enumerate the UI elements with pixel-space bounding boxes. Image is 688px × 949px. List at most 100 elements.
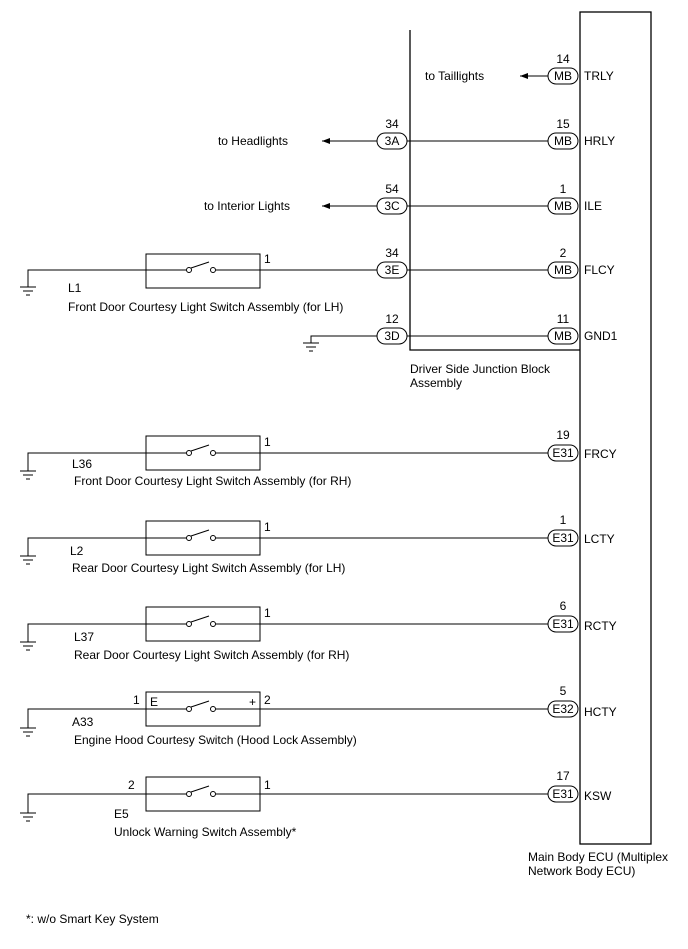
- destination-label: to Headlights: [218, 134, 288, 148]
- footnote: *: w/o Smart Key System: [26, 912, 159, 926]
- ecu-signal-name: LCTY: [584, 532, 615, 546]
- ecu-pin-number: 5: [560, 684, 567, 698]
- ecu-pin-number: 14: [556, 52, 570, 66]
- ecu-connector-code: MB: [554, 199, 572, 213]
- ecu-signal-name: KSW: [584, 789, 612, 803]
- ecu-signal-name: RCTY: [584, 619, 617, 633]
- ground-icon: [20, 727, 36, 737]
- circuit-frcy: 1 L36 Front Door Courtesy Light Switch A…: [20, 428, 617, 488]
- circuit-ksw: 2 1 E5 Unlock Warning Switch Assembly* E…: [20, 769, 612, 839]
- ecu-connector: [547, 444, 579, 462]
- junction-connector-code: 3D: [384, 329, 400, 343]
- ecu-connector: [547, 67, 579, 85]
- junction-block-label-line-1: Driver Side Junction Block: [410, 362, 551, 376]
- ecu-connector: [547, 261, 579, 279]
- switch-name: Front Door Courtesy Light Switch Assembl…: [74, 474, 351, 488]
- ground-icon: [20, 470, 36, 480]
- switch-left-pin-number: 1: [133, 693, 140, 707]
- ecu-pin-number: 1: [560, 182, 567, 196]
- ecu-connector-code: MB: [554, 329, 572, 343]
- ground-icon: [303, 342, 319, 352]
- ecu-connector: [547, 327, 579, 345]
- ground-icon: [20, 812, 36, 822]
- destination-label: to Interior Lights: [204, 199, 290, 213]
- ecu-pin-number: 6: [560, 599, 567, 613]
- switch-pin-number: 1: [264, 606, 271, 620]
- circuit-flcy: 1 L1 Front Door Courtesy Light Switch As…: [20, 246, 615, 314]
- junction-connector-code: 3C: [384, 199, 400, 213]
- switch-terminal-e: E: [150, 695, 158, 709]
- destination-label: to Taillights: [425, 69, 484, 83]
- ecu-pin-number: 1: [560, 513, 567, 527]
- junction-pin-number: 54: [385, 182, 399, 196]
- ecu-connector: [547, 529, 579, 547]
- switch-name: Rear Door Courtesy Light Switch Assembly…: [74, 648, 349, 662]
- switch-code: L2: [70, 544, 84, 558]
- switch-pin-number: 2: [264, 693, 271, 707]
- ecu-label-line-1: Main Body ECU (Multiplex: [528, 850, 668, 864]
- circuit-hcty: 1 E + 2 A33 Engine Hood Courtesy Switch …: [20, 684, 617, 747]
- switch-contact-icon: [146, 261, 260, 273]
- switch-name: Engine Hood Courtesy Switch (Hood Lock A…: [74, 733, 357, 747]
- ecu-label-line-2: Network Body ECU): [528, 864, 635, 878]
- arrow-left-icon: [322, 138, 330, 144]
- switch-code: A33: [72, 715, 94, 729]
- arrow-left-icon: [520, 73, 528, 79]
- switch-code: E5: [114, 807, 129, 821]
- ecu-connector-code: MB: [554, 263, 572, 277]
- ecu-connector-code: E31: [552, 787, 574, 801]
- switch-code: L36: [72, 457, 92, 471]
- ecu-connector: [547, 197, 579, 215]
- ecu-connector-code: E32: [552, 702, 574, 716]
- switch-box: [145, 253, 261, 289]
- ecu-connector: [547, 700, 579, 718]
- switch-pin-number: 1: [264, 778, 271, 792]
- junction-pin-number: 12: [385, 312, 399, 326]
- ecu-connector-code: E31: [552, 446, 574, 460]
- switch-name: Unlock Warning Switch Assembly*: [114, 825, 297, 839]
- ecu-connector-code: MB: [554, 134, 572, 148]
- ecu-pin-number: 15: [556, 117, 570, 131]
- ecu-pin-number: 2: [560, 246, 567, 260]
- switch-contact-icon: [146, 700, 260, 712]
- ecu-pin-number: 19: [556, 428, 570, 442]
- junction-pin-number: 34: [385, 246, 399, 260]
- ecu-connector: [547, 132, 579, 150]
- ecu-pin-number: 11: [557, 312, 570, 326]
- arrow-left-icon: [322, 203, 330, 209]
- ecu-connector: [547, 785, 579, 803]
- ecu-signal-name: GND1: [584, 329, 618, 343]
- main-body-ecu-box: [579, 11, 652, 845]
- ecu-signal-name: HRLY: [584, 134, 615, 148]
- switch-name: Front Door Courtesy Light Switch Assembl…: [68, 300, 343, 314]
- switch-contact-icon: [146, 785, 260, 797]
- switch-name: Rear Door Courtesy Light Switch Assembly…: [72, 561, 345, 575]
- junction-connector-code: 3A: [385, 134, 400, 148]
- junction-connector-code: 3E: [385, 263, 400, 277]
- circuit-lcty: 1 L2 Rear Door Courtesy Light Switch Ass…: [20, 513, 615, 575]
- junction-block-outline: [409, 30, 580, 351]
- ecu-signal-name: HCTY: [584, 705, 617, 719]
- switch-pin-number: 1: [264, 435, 271, 449]
- switch-contact-icon: [146, 444, 260, 456]
- ecu-connector-code: E31: [552, 617, 574, 631]
- switch-left-pin-number: 2: [128, 778, 135, 792]
- ecu-connector-code: MB: [554, 69, 572, 83]
- circuit-ile: to Interior Lights 3C 54 MB 1 ILE: [204, 182, 602, 215]
- circuit-trly: to Taillights MB 14 TRLY: [425, 52, 614, 85]
- ecu-signal-name: ILE: [584, 199, 602, 213]
- switch-pin-number: 1: [264, 520, 271, 534]
- circuit-gnd1: 3D 12 MB 11 GND1: [303, 312, 618, 352]
- ground-icon: [20, 555, 36, 565]
- ground-icon: [20, 641, 36, 651]
- switch-pin-number: 1: [264, 252, 271, 266]
- junction-pin-number: 34: [385, 117, 399, 131]
- ground-icon: [20, 286, 36, 296]
- circuit-rcty: 1 L37 Rear Door Courtesy Light Switch As…: [20, 599, 617, 662]
- junction-block-label-line-2: Assembly: [410, 376, 462, 390]
- switch-terminal-plus: +: [249, 695, 256, 709]
- circuit-hrly: to Headlights 3A 34 MB 15 HRLY: [218, 117, 615, 150]
- ecu-pin-number: 17: [556, 769, 570, 783]
- switch-contact-icon: [146, 529, 260, 541]
